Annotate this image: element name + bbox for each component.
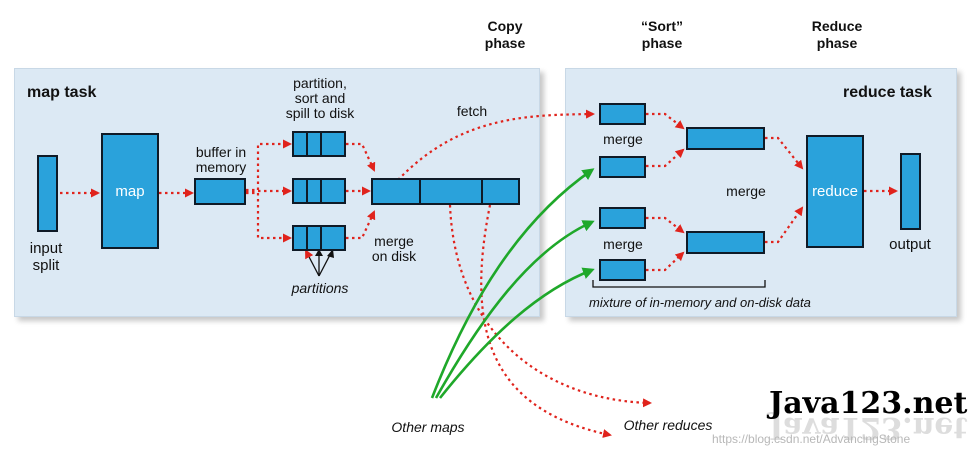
arrow-other-maps-1 <box>430 168 595 399</box>
partition-pointer-left <box>305 249 320 277</box>
merge-label-bottom: merge <box>603 236 643 252</box>
sort-phase-label: “Sort”phase <box>641 18 683 51</box>
url-watermark: https://blog.csdn.net/AdvancingStone <box>712 432 911 446</box>
spill-file-middle <box>292 178 346 204</box>
reduce-box: reduce <box>806 135 864 248</box>
reduce-task-title: reduce task <box>843 84 932 101</box>
spill-file-bottom <box>292 225 346 251</box>
input-split-box <box>37 155 58 232</box>
arrow-merge-top2-to-merged <box>646 148 685 168</box>
merge-label-middle: merge <box>726 183 766 199</box>
arrow-fetch <box>397 109 595 181</box>
arrow-merge-bot1-to-merged <box>646 216 685 234</box>
arrow-merge-top1-to-merged <box>646 112 685 130</box>
merged-segment-bottom <box>686 231 765 254</box>
output-box <box>900 153 921 230</box>
segment-top-1 <box>599 103 646 125</box>
mixture-label: mixture of in-memory and on-disk data <box>589 295 811 310</box>
partition-pointer-head-right <box>327 249 334 258</box>
output-label: output <box>889 236 931 253</box>
partitions-label: partitions <box>291 280 349 296</box>
merge-label-top: merge <box>603 131 643 147</box>
merged-segment-top <box>686 127 765 150</box>
arrow-merged-bot-to-reduce <box>765 206 804 244</box>
partition-pointer-head-mid <box>315 249 323 256</box>
mixture-bracket <box>592 280 766 288</box>
arrow-other-maps-2 <box>434 220 595 399</box>
other-maps-label: Other maps <box>391 419 465 435</box>
arrow-buffer-to-spill-bottom <box>246 191 292 243</box>
arrow-to-other-reduces-a <box>448 204 652 408</box>
arrow-to-other-reduces-b <box>480 204 612 438</box>
segment-bottom-2 <box>599 259 646 281</box>
map-task-title: map task <box>27 84 97 101</box>
merged-output-file <box>371 178 520 205</box>
arrow-spill-top-to-merge <box>346 142 376 172</box>
spill-file-top <box>292 131 346 157</box>
memory-buffer-box <box>194 178 246 205</box>
other-reduces-label: Other reduces <box>623 417 713 433</box>
brand-watermark: Java123.net <box>769 386 968 421</box>
arrow-other-maps-3 <box>438 267 595 399</box>
fetch-label: fetch <box>456 103 488 119</box>
segment-bottom-1 <box>599 207 646 229</box>
arrow-merged-top-to-reduce <box>765 136 804 170</box>
map-box: map <box>101 133 159 249</box>
arrow-merge-bot2-to-merged <box>646 251 685 272</box>
segment-top-2 <box>599 156 646 178</box>
